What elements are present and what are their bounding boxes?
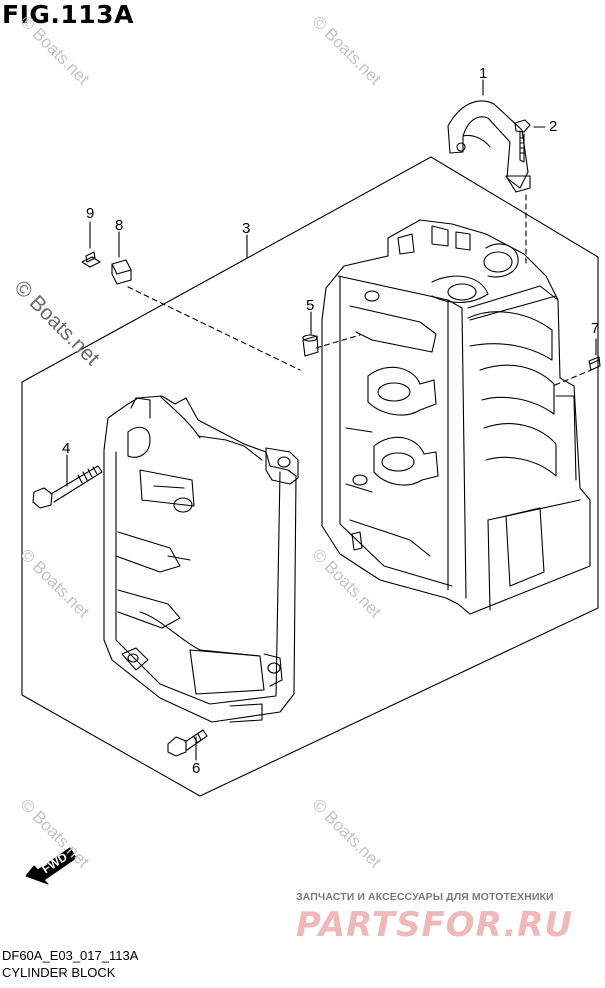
- callout-8[interactable]: 8: [115, 217, 124, 234]
- dowel-part-5: [302, 334, 319, 357]
- callout-2[interactable]: 2: [549, 118, 558, 135]
- crankcase-half-part-3: [103, 395, 299, 723]
- callout-3[interactable]: 3: [242, 220, 251, 237]
- callout-4[interactable]: 4: [62, 440, 71, 457]
- bracket-part-1: [447, 100, 531, 193]
- cylinder-block-part-3: [321, 219, 591, 615]
- callout-7[interactable]: 7: [591, 320, 600, 337]
- plug-part-7: [588, 356, 601, 371]
- bolt-part-9: [81, 251, 101, 268]
- leader-7-dash: [554, 367, 597, 386]
- bolt-part-6: [167, 729, 208, 757]
- ad-tagline: ЗАПЧАСТИ И АКСЕССУАРЫ ДЛЯ МОТОТЕХНИКИ: [296, 891, 554, 903]
- ad-logo[interactable]: PARTSFOR.RU: [296, 905, 574, 945]
- fwd-arrow-icon: [25, 847, 77, 885]
- figure-title: FIG.113A: [2, 0, 134, 29]
- callout-1[interactable]: 1: [479, 65, 488, 82]
- bolt-part-2: [514, 119, 531, 163]
- assembly-outline: [21, 156, 599, 797]
- callout-9[interactable]: 9: [86, 205, 95, 222]
- callout-6[interactable]: 6: [192, 760, 201, 777]
- cap-part-8: [111, 259, 132, 285]
- leader-8-dash: [127, 286, 301, 371]
- bolt-part-4: [32, 465, 103, 509]
- callout-5[interactable]: 5: [306, 297, 315, 314]
- leader-5-dash: [315, 334, 361, 349]
- figure-code: DF60A_E03_017_113A: [2, 948, 139, 963]
- figure-name: CYLINDER BLOCK: [2, 965, 116, 980]
